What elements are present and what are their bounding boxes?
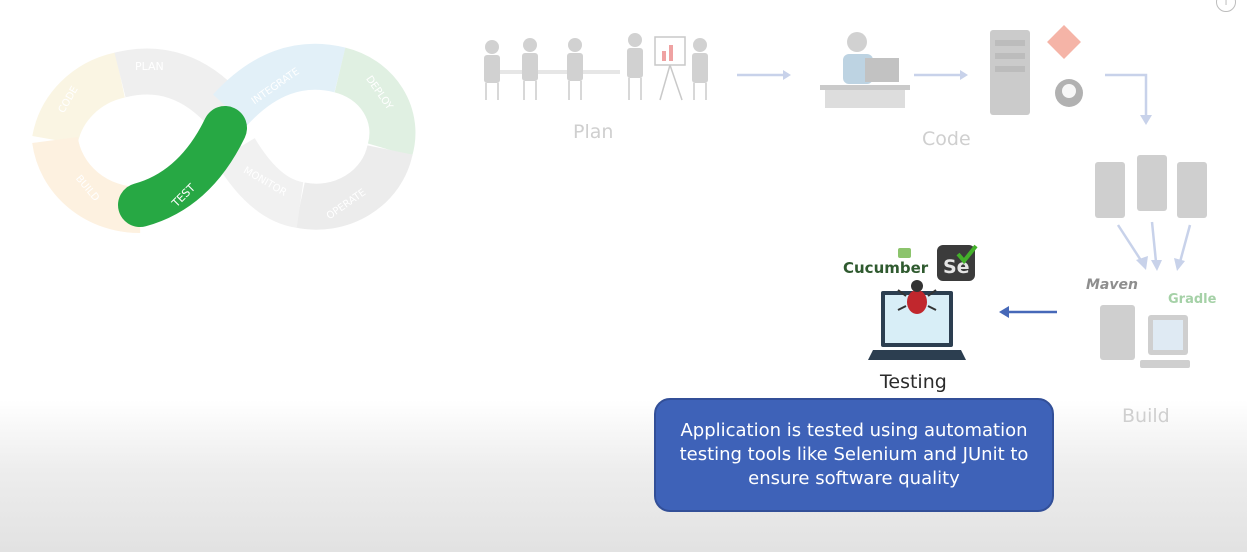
cucumber-bubble-icon	[898, 248, 911, 258]
info-icon[interactable]: i	[1216, 0, 1236, 12]
testing-description-callout: Application is tested using automation t…	[654, 398, 1054, 512]
arrow-code-to-build	[1105, 73, 1152, 125]
integrate-segment	[212, 43, 346, 126]
developer-illustration	[820, 32, 910, 108]
plan-label: Plan	[573, 121, 614, 143]
code-label: Code	[922, 128, 971, 150]
repository-illustration	[990, 25, 1083, 115]
build-illustration: Maven Gradle	[1086, 155, 1217, 368]
gradle-logo: Gradle	[1168, 292, 1217, 307]
deploy-segment	[333, 47, 416, 157]
arrow-plan-to-code	[737, 70, 791, 80]
cucumber-logo: Cucumber	[843, 259, 929, 277]
bug-icon	[897, 280, 937, 314]
devops-loop: PLAN INTEGRATE DEPLOY OPERATE MONITOR TE…	[32, 43, 416, 234]
arrow-build-to-testing	[999, 306, 1057, 318]
operate-segment	[295, 144, 413, 230]
plan-segment	[114, 48, 243, 126]
maven-logo: Maven	[1086, 277, 1138, 293]
arrow-dev-to-repo	[914, 70, 968, 80]
testing-illustration: Cucumber Se	[843, 244, 978, 360]
selenium-logo: Se	[937, 244, 978, 281]
build-label: Build	[1122, 405, 1170, 427]
testing-label: Testing	[880, 371, 947, 393]
code-segment	[32, 52, 126, 145]
plan-meeting-illustration	[484, 33, 708, 101]
stage-label-plan: PLAN	[135, 60, 164, 73]
monitor-segment	[215, 137, 305, 228]
test-segment	[118, 106, 247, 227]
